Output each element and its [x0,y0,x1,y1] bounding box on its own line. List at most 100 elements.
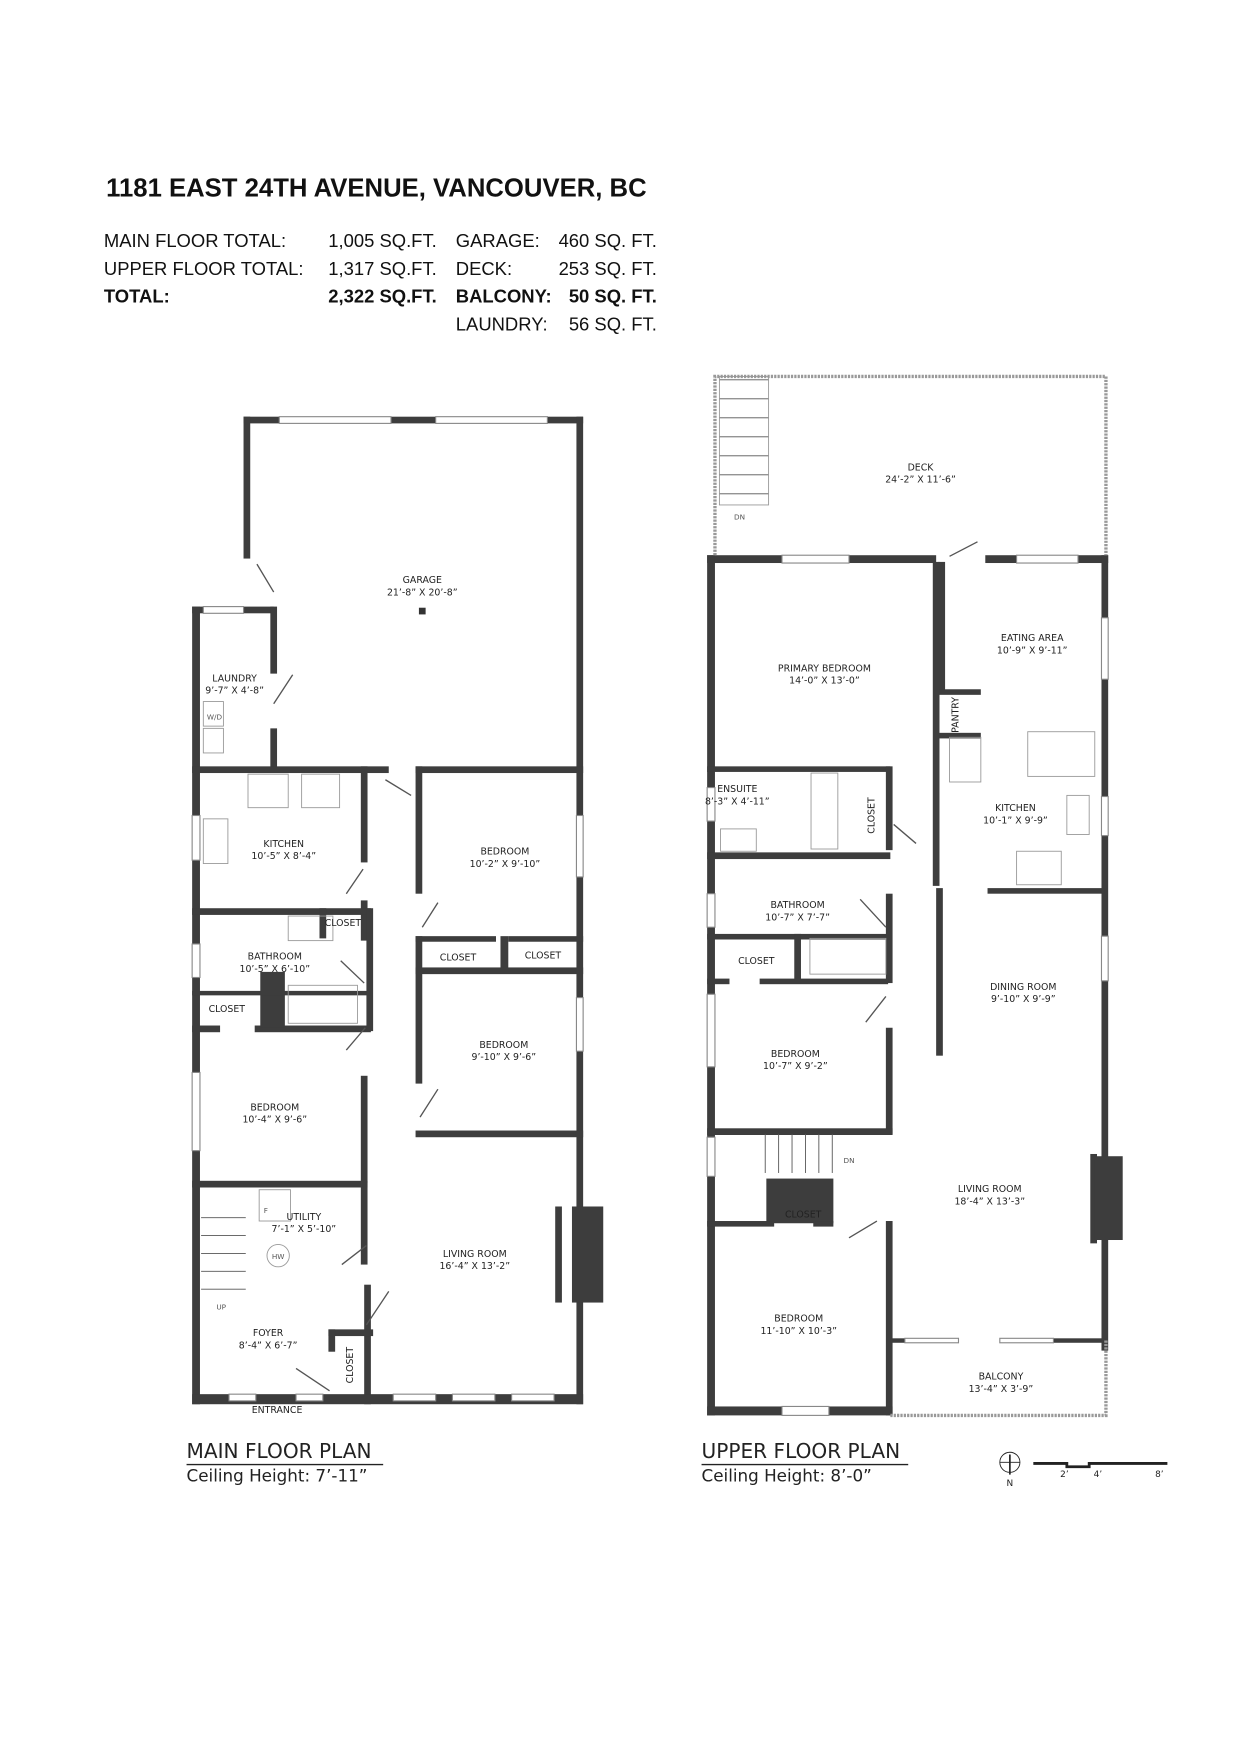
wall [415,967,584,975]
window [191,943,201,979]
closet-label: CLOSET [785,1210,822,1221]
wall [707,1221,775,1227]
wall [885,1027,893,1134]
door-swing [365,1291,390,1326]
room-name: FOYER [253,1328,284,1339]
door-swing [949,541,978,557]
room-name: LIVING ROOM [443,1249,507,1260]
fixture [202,701,224,727]
window [1100,795,1109,837]
wall [192,990,371,996]
area-value2: 253 SQ. FT. [559,258,657,279]
windows [191,416,1109,1416]
door-swing [848,1220,878,1239]
fixture [287,915,334,942]
door-swing [256,563,275,593]
room-dimensions: 16’-4” X 13’-2” [439,1261,510,1272]
room-dimensions: 18’-4” X 13’-3” [954,1196,1025,1207]
balcony-railing [890,1340,1108,1418]
fixture [949,736,982,783]
window [1100,935,1109,982]
door-swing [340,960,365,984]
wall [192,1180,368,1188]
room-name: BALCONY [979,1372,1024,1383]
window [575,814,584,878]
room-dimensions: 7’-1” X 5’-10” [272,1224,337,1235]
area-value: 1,005 SQ.FT. [328,230,437,251]
stairs-down-label: DN [844,1156,855,1165]
wall [415,936,496,942]
wall [508,936,584,942]
window [451,1393,496,1402]
wall [885,893,893,984]
closet-label: CLOSET [209,1004,246,1015]
room-name: GARAGE [403,575,442,586]
fixture [1027,731,1096,777]
room-dimensions: 9’-10” X 9’-6” [471,1052,536,1063]
door-swing [421,902,439,928]
wall [938,689,981,695]
fixture [809,937,887,975]
window [999,1337,1054,1344]
room-name: BEDROOM [250,1102,299,1113]
wall [936,888,943,1056]
window [1016,554,1079,564]
wall [1090,1153,1098,1244]
room-name: DECK [908,462,935,473]
upper-floor-title: UPPER FLOOR PLAN [702,1439,901,1463]
wall [813,1221,834,1227]
wall [759,978,889,985]
window [706,787,716,822]
room-dimensions: 13’-4” X 3’-9” [969,1384,1034,1395]
closet-label: CLOSET [525,950,562,961]
door-swing [345,1027,366,1051]
wall [360,766,368,863]
closet-label: CLOSET [738,956,775,967]
fixture [202,727,224,754]
area-value2: 56 SQ. FT. [569,314,657,335]
wall [192,1025,221,1033]
area-label: UPPER FLOOR TOTAL: [104,258,304,279]
wall [707,555,715,1416]
area-value2: 50 SQ. FT. [569,286,657,307]
room-dimensions: 10’-9” X 9’-11” [997,646,1068,657]
wall [707,1128,893,1135]
door-swing [385,779,412,796]
room-dimensions: 8’-4” X 6’-7” [239,1340,298,1351]
main-floor-title: MAIN FLOOR PLAN [187,1439,372,1463]
room-name: BATHROOM [248,952,302,963]
room-name: BATHROOM [770,900,824,911]
furnace-label: F [264,1206,268,1215]
room-name: LIVING ROOM [958,1184,1022,1195]
closet-label: CLOSET [867,797,878,834]
room-dimensions: 24’-2” X 11’-6” [885,475,956,486]
wall [938,732,981,739]
room-name: UTILITY [286,1212,321,1223]
window [392,1393,437,1402]
room-dimensions: 10’-2” X 9’-10” [470,859,541,870]
door-swing [273,674,294,705]
closet-label: CLOSET [345,1347,356,1384]
wall [328,1329,336,1352]
north-arrow-icon: N [999,1451,1021,1489]
room-name: PRIMARY BEDROOM [778,663,871,674]
window [781,1405,830,1416]
room-dimensions: 10’-5” X 8’-4” [251,851,316,862]
fixtures [201,374,1108,1418]
room-dimensions: 9’-7” X 4’-8” [205,686,264,697]
window [781,554,850,564]
room-dimensions: 10’-1” X 9’-9” [983,815,1048,826]
wall [254,1025,371,1033]
room-dimensions: 10’-4” X 9’-6” [242,1115,307,1126]
wall [415,766,584,774]
room-name: ENSUITE [717,784,757,795]
door-swing [419,1088,439,1118]
room-dimensions: 10’-5” X 6’-10” [239,964,310,975]
wall [576,416,584,1405]
area-label: TOTAL: [104,286,170,307]
scale-tick: 4’ [1094,1470,1103,1480]
room-dimensions: 10’-7” X 9’-2” [763,1061,828,1072]
door-swing [295,1367,330,1392]
area-value2: 460 SQ. FT. [559,230,657,251]
wall [192,606,200,1405]
